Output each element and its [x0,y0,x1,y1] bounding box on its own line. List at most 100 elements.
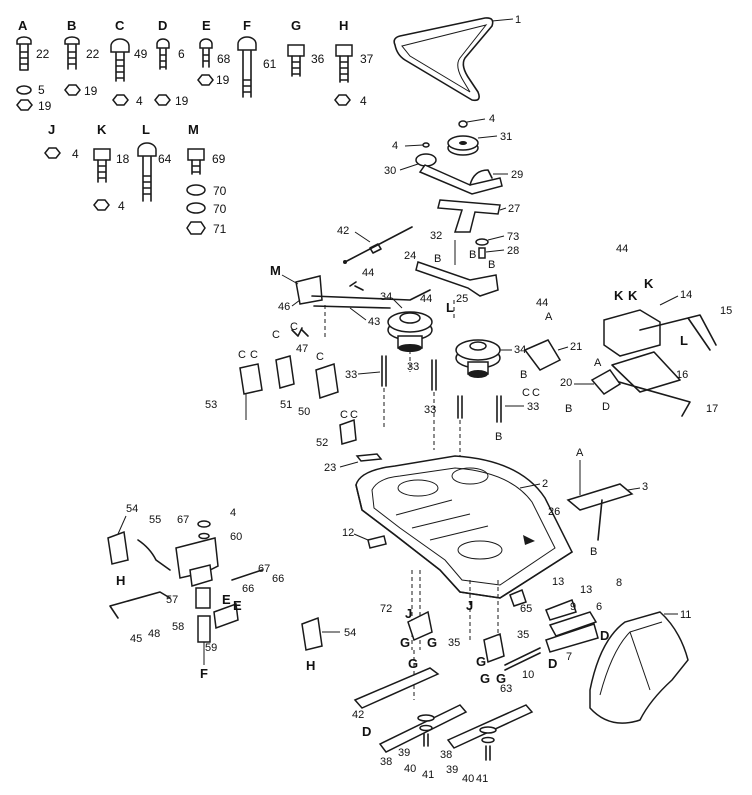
letter-c5: C [316,351,324,363]
callout-53: 53 [205,399,217,411]
callout-58: 58 [172,621,184,633]
callout-26: 26 [548,506,560,518]
letter-c7: C [350,409,358,421]
spindle-pulley-right: 34 [455,339,526,378]
letter-b4: B [495,431,502,443]
letter-g4: G [476,654,486,669]
callout-27: 27 [508,203,520,215]
callout-73: 73 [507,231,519,243]
hw-bolt-m-icon [187,148,205,175]
hw-bolt-d-icon [156,38,170,70]
callout-39-a: 39 [398,747,410,759]
letter-f1: F [200,666,208,681]
front-bracket-3: A 3 B [566,447,648,558]
hw-bolt-l-icon [137,142,157,202]
callout-4-left: 4 [392,140,398,152]
hw-qty-k-bolt: 18 [116,152,130,166]
hw-bolt-a-icon [16,36,32,71]
hw-bolt-f-icon [237,36,257,98]
callout-72: 72 [380,603,392,615]
callout-55: 55 [149,514,161,526]
hw-qty-d-bolt: 6 [178,47,185,61]
callout-32: 32 [430,230,442,242]
callout-4-link: 4 [230,507,236,519]
hw-qty-k-nut: 4 [118,199,125,213]
letter-g5: G [480,671,490,686]
hw-qty-m-nut: 71 [213,222,227,236]
callout-31: 31 [500,131,512,143]
hw-qty-h-bolt: 37 [360,52,374,66]
side-brackets: 13 9 13 8 6 7 D D 65 [509,576,622,671]
callout-6: 6 [596,601,602,613]
hw-qty-e-bolt: 68 [217,52,231,66]
letter-m: M [270,263,281,278]
hw-nut-m-icon [186,221,206,235]
left-blade: 42 D 38 39 40 41 [352,667,468,781]
callout-12: 12 [342,527,354,539]
hw-bolt-h-icon [335,44,353,83]
letter-a1: A [545,311,553,323]
letter-l2: L [446,300,454,315]
hw-qty-j-nut: 4 [72,147,79,161]
letter-k3: K [644,276,654,291]
hw-letter-d: D [158,18,167,33]
hw-bolt-e-icon [199,38,213,68]
hardware-key: A 22 5 19 B 22 19 C 49 4 D [16,18,374,236]
callout-deck: 2 [542,478,548,490]
hw-qty-f-bolt: 61 [263,57,277,71]
hw-qty-h-nut: 4 [360,94,367,108]
callout-45: 45 [130,633,142,645]
letter-g6: G [496,671,506,686]
callout-35-b: 35 [517,629,529,641]
letter-k2: K [628,288,638,303]
callout-11: 11 [680,609,691,621]
letter-h2: H [306,658,315,673]
letter-l1: L [680,333,688,348]
hw-qty-g-bolt: 36 [311,52,325,66]
letter-h1: H [116,573,125,588]
letter-b3: B [434,253,441,265]
left-brackets: C C 53 51 C 50 C C 52 23 [205,349,383,474]
spindle-pulley-left: 34 44 [380,291,433,372]
callout-50: 50 [298,406,310,418]
left-spindle-assembly: 72 G G G J [380,570,437,700]
letter-b5: B [520,369,527,381]
callout-9: 9 [570,601,576,613]
hw-letter-c: C [115,18,125,33]
callout-54-a: 54 [126,503,138,515]
lift-linkage-assembly: 54 H 55 67 4 60 67 66 66 57 58 E E 59 F … [107,503,356,681]
callout-3: 3 [642,481,648,493]
hw-letter-b: B [67,18,76,33]
letter-c4: C [250,349,258,361]
callout-59: 59 [205,642,217,654]
hw-letter-a: A [18,18,28,33]
callout-7: 7 [566,651,572,663]
callout-33-a: 33 [345,369,357,381]
callout-21: 21 [570,341,582,353]
hw-qty-m-bolt: 69 [212,152,226,166]
callout-44-c: 44 [536,297,548,309]
callout-44-a: 44 [362,267,374,279]
callout-65: 65 [520,603,532,615]
callout-42-blade: 42 [352,709,364,721]
callout-14: 14 [680,289,692,301]
callout-41-b: 41 [476,773,488,785]
belt-guide-assembly: 32 24 B 25 [404,230,499,320]
letter-k1: K [614,288,624,303]
letter-c3: C [238,349,246,361]
letter-j1: J [405,606,412,621]
callout-67-b: 67 [258,563,270,575]
callout-10: 10 [522,669,534,681]
letter-e2: E [233,598,242,613]
spindle-bolts: 33 33 33 33 B [345,355,539,460]
hw-qty-l-bolt: 64 [158,152,172,166]
callout-38-a: 38 [380,756,392,768]
callout-44-b: 44 [420,293,432,305]
hw-letter-h: H [339,18,348,33]
callout-33-d: 33 [527,401,539,413]
hw-qty-a-nut: 19 [38,99,52,113]
callout-30: 30 [384,165,396,177]
hw-qty-a-washer: 5 [38,83,45,97]
callout-34-left: 34 [380,291,392,303]
letter-d3: D [600,628,609,643]
